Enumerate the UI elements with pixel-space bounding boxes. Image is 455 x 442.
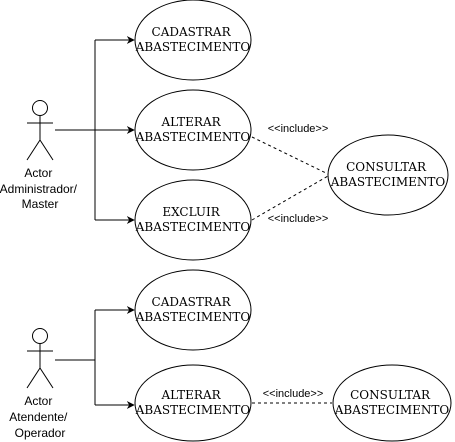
include-relation-excluir-consultar: <<include>> <box>251 175 329 225</box>
svg-text:CADASTRAR ABASTECIMENTO: CADASTRAR ABASTECIMENTO <box>135 25 251 54</box>
include-label: <<include>> <box>268 123 329 135</box>
association-tree-admin <box>55 36 135 224</box>
actor-label: Actor Administrador/ Master <box>0 166 80 211</box>
svg-text:CONSULTAR ABASTECIMENTO: CONSULTAR ABASTECIMENTO <box>334 388 450 417</box>
actor-label: Actor Atendente/ Operador <box>9 394 70 440</box>
include-label: <<include>> <box>263 388 324 400</box>
stick-figure-icon <box>26 328 54 389</box>
include-relation-alterar-consultar: <<include>> <box>251 123 329 175</box>
svg-text:EXCLUIR ABASTECIMENTO: EXCLUIR ABASTECIMENTO <box>135 205 251 234</box>
use-case-excluir-abastecimento[interactable]: EXCLUIR ABASTECIMENTO <box>134 179 252 261</box>
actor-atendente-operador[interactable]: Actor Atendente/ Operador <box>9 328 70 441</box>
svg-text:ALTERAR ABASTECIMENTO: ALTERAR ABASTECIMENTO <box>135 115 251 144</box>
use-case-cadastrar-abastecimento[interactable]: CADASTRAR ABASTECIMENTO <box>134 0 252 81</box>
stick-figure-icon <box>26 100 54 161</box>
svg-text:ALTERAR ABASTECIMENTO: ALTERAR ABASTECIMENTO <box>135 388 251 417</box>
include-relation-alterar-consultar-2: <<include>> <box>252 388 332 404</box>
use-case-consultar-abastecimento-2[interactable]: CONSULTAR ABASTECIMENTO <box>332 364 452 442</box>
association-tree-atendente <box>55 306 135 409</box>
use-case-alterar-abastecimento-2[interactable]: ALTERAR ABASTECIMENTO <box>134 364 252 442</box>
include-label: <<include>> <box>268 213 329 225</box>
use-case-cadastrar-abastecimento-2[interactable]: CADASTRAR ABASTECIMENTO <box>134 269 252 351</box>
use-case-consultar-abastecimento[interactable]: CONSULTAR ABASTECIMENTO <box>327 134 449 216</box>
use-case-alterar-abastecimento[interactable]: ALTERAR ABASTECIMENTO <box>134 89 252 171</box>
actor-administrador-master[interactable]: Actor Administrador/ Master <box>0 100 80 212</box>
svg-text:CONSULTAR ABASTECIMENTO: CONSULTAR ABASTECIMENTO <box>330 160 446 189</box>
svg-text:CADASTRAR ABASTECIMENTO: CADASTRAR ABASTECIMENTO <box>135 295 251 324</box>
